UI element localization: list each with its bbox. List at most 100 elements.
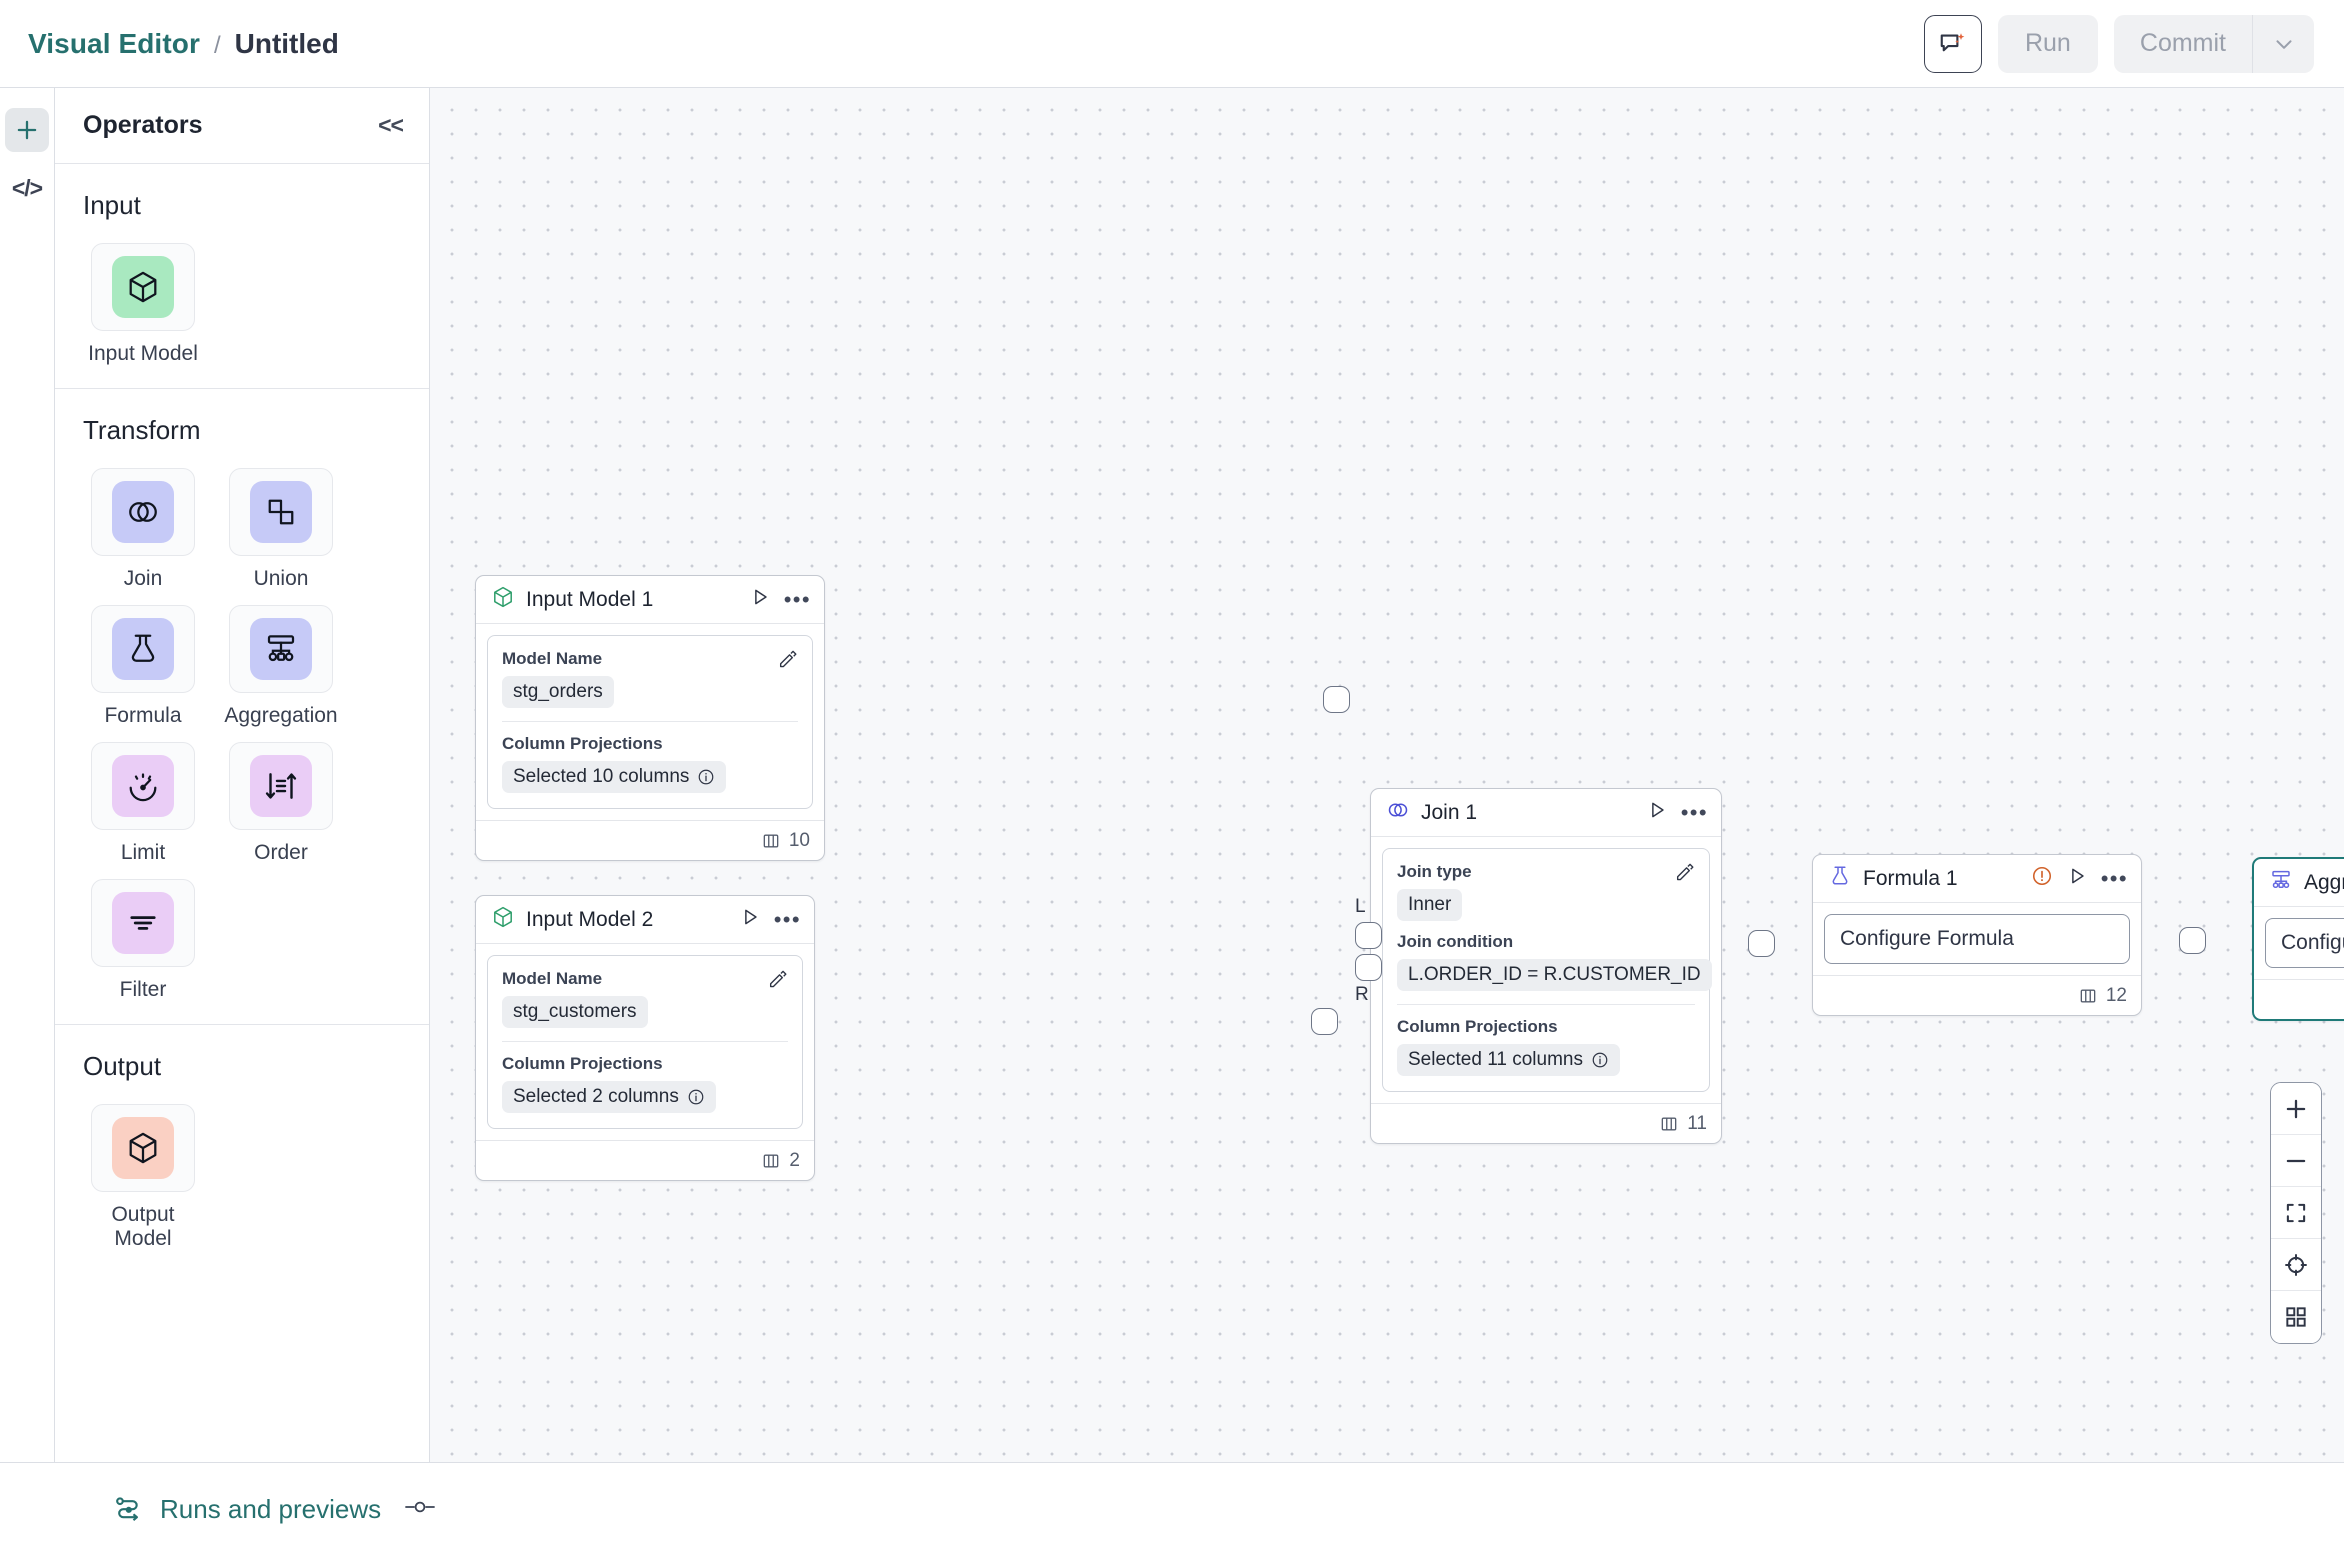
port-label-right: R (1355, 984, 1369, 1005)
main-body: </> Operators << Input (0, 88, 2344, 1462)
node-input-model-2[interactable]: Input Model 2 ••• Model Name st (475, 895, 815, 1181)
code-brackets-label: </> (11, 174, 43, 201)
breadcrumb-current[interactable]: Untitled (234, 27, 339, 59)
chevron-down-icon[interactable] (2252, 14, 2314, 73)
join-condition-value[interactable]: L.ORDER_ID = R.CUSTOMER_ID (1397, 959, 1712, 991)
output-port-join-1[interactable] (1748, 930, 1775, 957)
divider (502, 1041, 788, 1042)
operator-label: Order (254, 841, 308, 864)
operators-panel: Operators << Input (54, 88, 430, 1462)
node-footer: 10 (476, 820, 824, 860)
node-title: Input Model 2 (526, 907, 654, 931)
model-name-value[interactable]: stg_orders (502, 676, 614, 708)
sort-arrows-icon (250, 755, 312, 817)
page-title: Operators (83, 111, 203, 139)
play-icon[interactable] (749, 586, 771, 613)
more-horizontal-icon[interactable]: ••• (2100, 865, 2128, 891)
operator-label: Aggregation (224, 704, 338, 727)
operators-section-output: Output Output Model (55, 1025, 429, 1273)
columns-icon (2080, 989, 2096, 1002)
chevron-double-left-icon[interactable]: << (378, 112, 404, 138)
info-icon (699, 769, 714, 785)
model-name-value[interactable]: stg_customers (502, 996, 648, 1028)
play-icon[interactable] (739, 906, 761, 933)
column-count: 10 (788, 829, 810, 851)
play-icon[interactable] (1646, 799, 1668, 826)
center-view-button[interactable] (2271, 1239, 2321, 1291)
node-input-model-1[interactable]: Input Model 1 ••• Model Name st (475, 575, 825, 861)
more-horizontal-icon[interactable]: ••• (773, 906, 801, 932)
run-button[interactable]: Run (1997, 14, 2098, 73)
filter-lines-icon (112, 892, 174, 954)
join-type-value[interactable]: Inner (1397, 889, 1463, 921)
node-aggregation-1[interactable]: Aggregation 1 ••• Configure aggregation (2252, 857, 2344, 1021)
column-count: 12 (2105, 984, 2127, 1006)
switch-toggle-icon[interactable] (403, 1497, 437, 1522)
output-port-input-model-2[interactable] (1311, 1008, 1338, 1035)
pencil-icon[interactable] (1674, 861, 1696, 888)
more-horizontal-icon[interactable]: ••• (1680, 799, 1708, 825)
runs-and-previews-button[interactable]: Runs and previews (112, 1494, 381, 1526)
node-join-1[interactable]: Join 1 ••• Join type Inner (1370, 788, 1722, 1144)
section-title-transform: Transform (83, 415, 201, 445)
input-port-join-right[interactable] (1355, 954, 1382, 981)
merged-squares-icon (250, 481, 312, 543)
operator-limit[interactable]: Limit (83, 742, 203, 865)
field-label: Column Projections (1397, 1017, 1558, 1036)
commit-button[interactable]: Commit (2114, 15, 2252, 73)
operator-filter[interactable]: Filter (83, 879, 203, 1002)
operators-list: Input Input Model (55, 164, 429, 1462)
node-formula-1[interactable]: Formula 1 ••• Configure Formula (1812, 854, 2142, 1016)
configure-formula-button[interactable]: Configure Formula (1824, 914, 2130, 964)
section-title-input: Input (83, 190, 141, 220)
operator-input-model[interactable]: Input Model (83, 243, 203, 366)
more-horizontal-icon[interactable]: ••• (783, 586, 811, 612)
fit-view-button[interactable] (2271, 1187, 2321, 1239)
node-footer: 11 (1371, 1103, 1721, 1143)
operator-order[interactable]: Order (221, 742, 341, 865)
pencil-icon[interactable] (777, 648, 799, 675)
operators-panel-header: Operators << (55, 88, 429, 164)
column-projections-value[interactable]: Selected 2 columns (502, 1081, 716, 1113)
zoom-out-button[interactable] (2271, 1135, 2321, 1187)
field-label: Join type (1397, 862, 1472, 881)
warning-circle-icon[interactable] (2031, 865, 2053, 892)
column-count: 2 (789, 1149, 800, 1171)
port-label-left: L (1355, 896, 1366, 917)
limit-gauge-icon (112, 755, 174, 817)
breadcrumb-root[interactable]: Visual Editor (28, 27, 200, 59)
output-port-formula-1[interactable] (2179, 927, 2206, 954)
input-port-join-left[interactable] (1355, 922, 1382, 949)
output-port-input-model-1[interactable] (1323, 686, 1350, 713)
canvas-zoom-controls (2270, 1082, 2322, 1344)
left-rail: </> (0, 88, 54, 1462)
status-bar: Runs and previews (0, 1462, 2344, 1556)
operators-section-transform: Transform Join (55, 389, 429, 1025)
column-count: 11 (1687, 1112, 1707, 1134)
top-bar: Visual Editor / Untitled Run Commit (0, 0, 2344, 88)
node-header: Join 1 ••• (1371, 789, 1721, 837)
ai-chat-sparkle-icon[interactable] (1923, 14, 1982, 73)
configure-aggregation-button[interactable]: Configure aggregation (2265, 918, 2344, 968)
node-footer: 2 (476, 1140, 814, 1180)
play-icon[interactable] (2066, 865, 2088, 892)
operator-formula[interactable]: Formula (83, 605, 203, 728)
divider (1397, 1004, 1695, 1005)
column-projections-value[interactable]: Selected 10 columns (502, 761, 727, 793)
flow-canvas[interactable]: Input Model 1 ••• Model Name st (430, 88, 2344, 1462)
code-brackets-icon[interactable]: </> (5, 166, 49, 210)
pencil-icon[interactable] (767, 968, 789, 995)
column-projections-value[interactable]: Selected 11 columns (1397, 1044, 1620, 1076)
divider (502, 721, 798, 722)
operator-output-model[interactable]: Output Model (83, 1104, 203, 1251)
operator-union[interactable]: Union (221, 468, 341, 591)
node-header: Aggregation 1 ••• (2254, 859, 2344, 907)
pipeline-icon (116, 1496, 138, 1521)
plus-icon[interactable] (5, 108, 49, 152)
operator-aggregation[interactable]: Aggregation (221, 605, 341, 728)
operator-join[interactable]: Join (83, 468, 203, 591)
operators-section-input: Input Input Model (55, 164, 429, 389)
operator-label: Limit (120, 841, 166, 864)
zoom-in-button[interactable] (2271, 1083, 2321, 1135)
toggle-grid-button[interactable] (2271, 1291, 2321, 1343)
